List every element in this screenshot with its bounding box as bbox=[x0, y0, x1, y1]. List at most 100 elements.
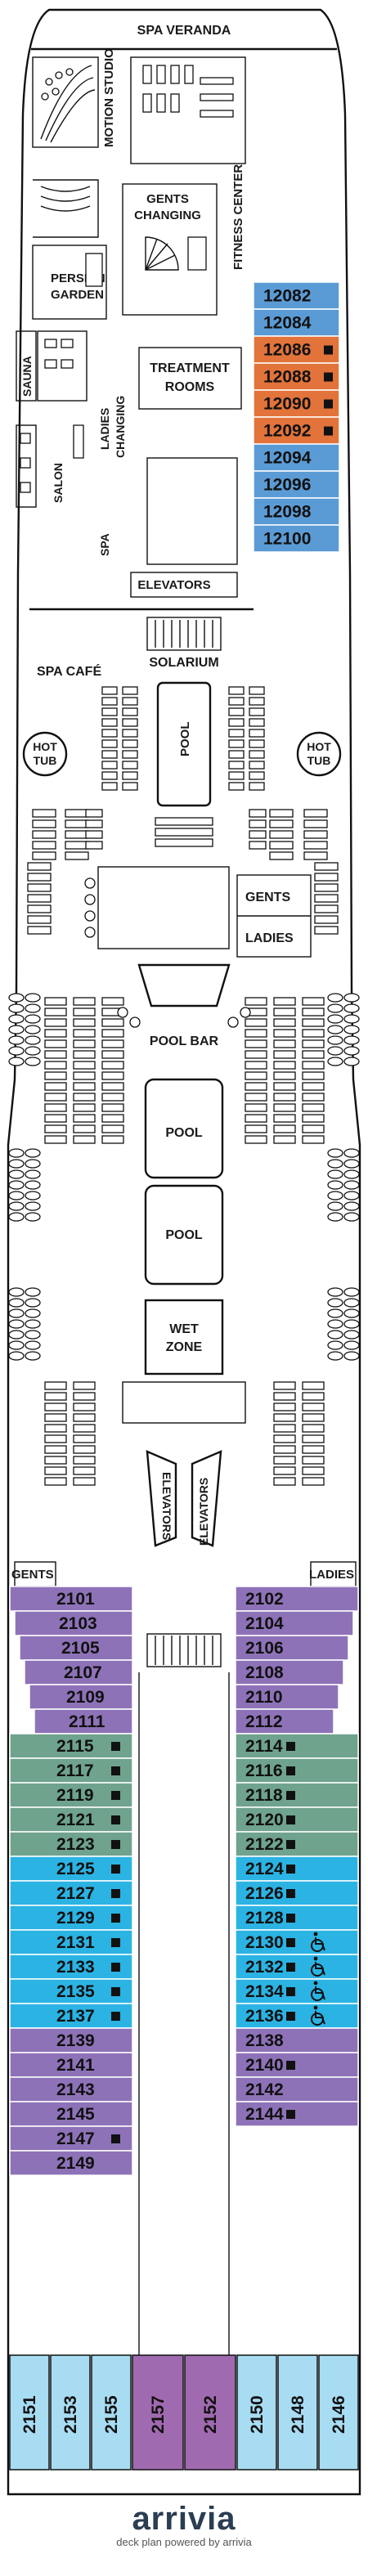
cabin-2125[interactable]: 2125 bbox=[9, 1856, 133, 1882]
cabin-12100[interactable]: 12100 bbox=[253, 524, 340, 553]
cabin-2119[interactable]: 2119 bbox=[9, 1782, 133, 1808]
cabin-2108[interactable]: 2108 bbox=[235, 1659, 344, 1685]
cabin-2136[interactable]: 2136 bbox=[235, 2003, 359, 2029]
cabin-2130[interactable]: 2130 bbox=[235, 1929, 359, 1955]
cabin-2118[interactable]: 2118 bbox=[235, 1782, 359, 1808]
cabin-2132[interactable]: 2132 bbox=[235, 1954, 359, 1980]
cabin-type-square-icon bbox=[111, 1963, 120, 1972]
cabin-2121[interactable]: 2121 bbox=[9, 1806, 133, 1833]
cabin-12094[interactable]: 12094 bbox=[253, 443, 340, 472]
bar-stools bbox=[84, 877, 251, 1028]
cabin-2114[interactable]: 2114 bbox=[235, 1733, 359, 1759]
cabin-12082[interactable]: 12082 bbox=[253, 281, 340, 310]
cabin-2148[interactable]: 2148 bbox=[277, 2354, 318, 2471]
cabin-12088[interactable]: 12088 bbox=[253, 362, 340, 391]
cabin-2124[interactable]: 2124 bbox=[235, 1856, 359, 1882]
cabin-2131[interactable]: 2131 bbox=[9, 1929, 133, 1955]
cabin-2157[interactable]: 2157 bbox=[132, 2354, 184, 2471]
cabin-type-square-icon bbox=[111, 1914, 120, 1923]
cabin-2135[interactable]: 2135 bbox=[9, 1978, 133, 2004]
cabin-2137[interactable]: 2137 bbox=[9, 2003, 133, 2029]
cabin-number: 2143 bbox=[56, 2080, 95, 2099]
cabin-12084[interactable]: 12084 bbox=[253, 308, 340, 337]
credit-line: deck plan powered by arrivia bbox=[116, 2536, 252, 2548]
spa-label: SPA bbox=[98, 533, 111, 556]
cabin-number: 2120 bbox=[245, 1811, 284, 1829]
cabin-2147[interactable]: 2147 bbox=[9, 2125, 133, 2152]
cabin-12086[interactable]: 12086 bbox=[253, 335, 340, 364]
cabin-12092[interactable]: 12092 bbox=[253, 416, 340, 445]
cabin-number: 2155 bbox=[102, 2395, 121, 2434]
cabin-2109[interactable]: 2109 bbox=[29, 1684, 133, 1710]
cabin-number: 2103 bbox=[59, 1614, 97, 1633]
cabin-2149[interactable]: 2149 bbox=[9, 2150, 133, 2176]
cabin-number: 2109 bbox=[66, 1688, 105, 1707]
cabin-2120[interactable]: 2120 bbox=[235, 1806, 359, 1833]
cabin-2143[interactable]: 2143 bbox=[9, 2076, 133, 2103]
cabin-2105[interactable]: 2105 bbox=[19, 1635, 133, 1661]
cabin-12096[interactable]: 12096 bbox=[253, 470, 340, 499]
cabin-2126[interactable]: 2126 bbox=[235, 1880, 359, 1906]
cabin-number: 2108 bbox=[245, 1663, 284, 1682]
cabin-2141[interactable]: 2141 bbox=[9, 2052, 133, 2078]
cabin-2140[interactable]: 2140 bbox=[235, 2052, 359, 2078]
cabin-2145[interactable]: 2145 bbox=[9, 2101, 133, 2127]
solarium-label: SOLARIUM bbox=[149, 656, 218, 670]
cabin-2103[interactable]: 2103 bbox=[14, 1610, 133, 1636]
cabin-2144[interactable]: 2144 bbox=[235, 2101, 359, 2127]
cabin-2127[interactable]: 2127 bbox=[9, 1880, 133, 1906]
cabin-2152[interactable]: 2152 bbox=[184, 2354, 236, 2471]
cabin-number: 2127 bbox=[56, 1884, 95, 1903]
ladies-changing-label: LADIES bbox=[98, 408, 111, 450]
cabin-number: 2152 bbox=[201, 2395, 220, 2434]
cabin-2112[interactable]: 2112 bbox=[235, 1708, 334, 1735]
arrivia-logo: arrivia bbox=[132, 2501, 236, 2537]
cabin-12098[interactable]: 12098 bbox=[253, 497, 340, 526]
cabin-number: 2123 bbox=[56, 1835, 95, 1854]
cabin-2142[interactable]: 2142 bbox=[235, 2076, 359, 2103]
cabin-2151[interactable]: 2151 bbox=[9, 2354, 50, 2471]
cabin-number: 12094 bbox=[263, 449, 312, 468]
cabin-number: 2140 bbox=[245, 2056, 284, 2075]
cabin-2133[interactable]: 2133 bbox=[9, 1954, 133, 1980]
cabin-number: 2150 bbox=[248, 2395, 267, 2434]
cabin-2101[interactable]: 2101 bbox=[9, 1586, 133, 1612]
elevators-starboard-label: ELEVATORS bbox=[197, 1478, 210, 1546]
cabin-2128[interactable]: 2128 bbox=[235, 1905, 359, 1931]
cabin-12090[interactable]: 12090 bbox=[253, 389, 340, 418]
cabin-type-square-icon bbox=[111, 1889, 120, 1898]
cabin-2155[interactable]: 2155 bbox=[91, 2354, 132, 2471]
cabin-type-square-icon bbox=[286, 1889, 295, 1898]
cabin-2138[interactable]: 2138 bbox=[235, 2027, 359, 2053]
cabin-number: 2134 bbox=[245, 1982, 284, 2001]
fitness-equipment bbox=[142, 65, 234, 118]
cabin-2153[interactable]: 2153 bbox=[50, 2354, 91, 2471]
cabin-2111[interactable]: 2111 bbox=[34, 1708, 133, 1735]
cabin-2115[interactable]: 2115 bbox=[9, 1733, 133, 1759]
cabin-2106[interactable]: 2106 bbox=[235, 1635, 349, 1661]
cabin-2146[interactable]: 2146 bbox=[318, 2354, 359, 2471]
salon-label: SALON bbox=[52, 463, 65, 503]
cabin-2104[interactable]: 2104 bbox=[235, 1610, 354, 1636]
cabin-number: 2128 bbox=[245, 1909, 284, 1928]
main-pool-fwd bbox=[144, 1078, 224, 1179]
cabin-number: 2129 bbox=[56, 1909, 95, 1928]
cabin-2116[interactable]: 2116 bbox=[235, 1757, 359, 1784]
cabin-2150[interactable]: 2150 bbox=[236, 2354, 277, 2471]
cabin-2123[interactable]: 2123 bbox=[9, 1831, 133, 1857]
cabin-number: 2112 bbox=[245, 1712, 283, 1731]
spa-veranda-label: SPA VERANDA bbox=[137, 24, 231, 38]
cabin-2139[interactable]: 2139 bbox=[9, 2027, 133, 2053]
gents-aft-label: GENTS bbox=[11, 1568, 54, 1582]
cabin-2134[interactable]: 2134 bbox=[235, 1978, 359, 2004]
cabin-number: 12082 bbox=[263, 287, 311, 306]
cabin-2102[interactable]: 2102 bbox=[235, 1586, 359, 1612]
cabin-2129[interactable]: 2129 bbox=[9, 1905, 133, 1931]
ladies-changing-label-2: CHANGING bbox=[114, 396, 127, 458]
cabin-type-square-icon bbox=[286, 1791, 295, 1800]
cabin-number: 12100 bbox=[263, 530, 311, 549]
cabin-2117[interactable]: 2117 bbox=[9, 1757, 133, 1784]
cabin-2122[interactable]: 2122 bbox=[235, 1831, 359, 1857]
cabin-2107[interactable]: 2107 bbox=[24, 1659, 133, 1685]
cabin-2110[interactable]: 2110 bbox=[235, 1684, 339, 1710]
